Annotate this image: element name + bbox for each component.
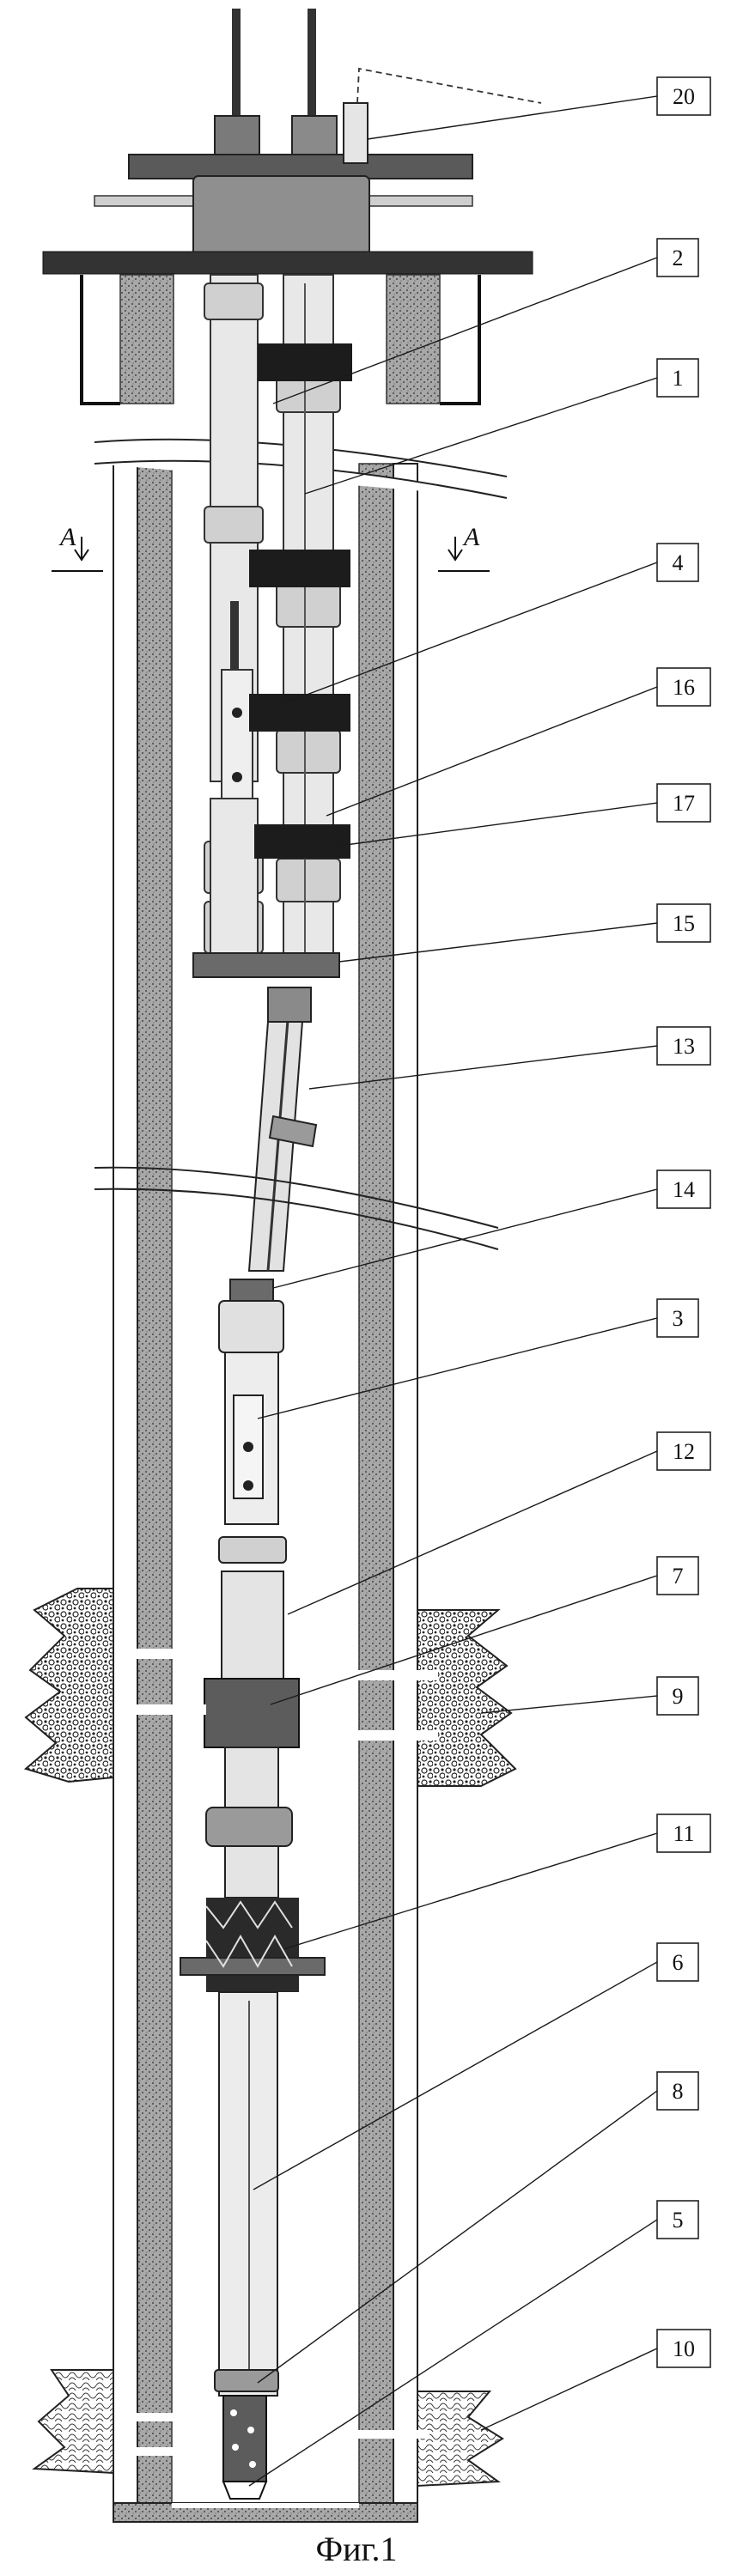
callout-12: 12 — [656, 1431, 711, 1471]
leader-20 — [367, 95, 658, 140]
callout-15-label: 15 — [673, 911, 695, 936]
callout-13: 13 — [656, 1026, 711, 1066]
leader-11 — [283, 1832, 658, 1950]
leader-8 — [257, 2090, 658, 2384]
tubing-13 — [247, 987, 318, 1272]
anchor-11 — [180, 1898, 326, 1992]
leader-2 — [272, 257, 658, 404]
callout-10: 10 — [656, 2329, 711, 2368]
callout-4: 4 — [656, 543, 699, 582]
section-label-right: A — [462, 523, 480, 551]
leader-10 — [480, 2348, 658, 2431]
leader-9 — [480, 1695, 658, 1714]
leader-17 — [338, 802, 658, 847]
callout-15: 15 — [656, 903, 711, 943]
callout-14-label: 14 — [673, 1177, 695, 1202]
leader-14 — [272, 1188, 658, 1289]
callout-3: 3 — [656, 1298, 699, 1338]
production-casing — [113, 463, 418, 2523]
section-marker: A A — [52, 523, 490, 572]
wellhead — [42, 9, 533, 275]
callout-9-label: 9 — [673, 1684, 684, 1709]
sensor-20 — [343, 67, 542, 164]
figure-caption: Фиг.1 — [316, 2530, 398, 2568]
callout-13-label: 13 — [673, 1034, 695, 1059]
conductor-casing — [80, 274, 481, 405]
leader-5 — [248, 2219, 658, 2487]
callout-16: 16 — [656, 667, 711, 707]
leader-12 — [287, 1450, 658, 1615]
callout-5-label: 5 — [673, 2208, 684, 2233]
leader-4 — [281, 562, 658, 705]
section-label-left: A — [58, 523, 76, 551]
callout-8: 8 — [656, 2071, 699, 2111]
leader-15 — [338, 922, 658, 963]
callout-11: 11 — [656, 1814, 711, 1853]
tubing-string-left — [204, 274, 264, 954]
leader-16 — [326, 686, 658, 817]
callout-3-label: 3 — [673, 1306, 684, 1331]
leader-3 — [257, 1317, 658, 1419]
callout-20: 20 — [656, 76, 711, 116]
callout-9: 9 — [656, 1676, 699, 1716]
coupling-15 — [192, 952, 340, 978]
callout-1: 1 — [656, 358, 699, 398]
tool-string-lower — [204, 1279, 300, 1899]
leader-6 — [253, 1961, 658, 2190]
callout-10-label: 10 — [673, 2336, 695, 2361]
callout-17: 17 — [656, 783, 711, 823]
callout-8-label: 8 — [673, 2079, 684, 2104]
callout-17-label: 17 — [673, 791, 695, 816]
callout-16-label: 16 — [673, 675, 695, 700]
packers-upper — [249, 343, 352, 859]
leader-1 — [304, 377, 658, 495]
callout-6: 6 — [656, 1942, 699, 1982]
callout-4-label: 4 — [673, 550, 684, 575]
callout-6-label: 6 — [673, 1950, 684, 1975]
formation-10 — [32, 2369, 504, 2488]
tubing-6 — [214, 1991, 279, 2397]
callout-1-label: 1 — [673, 366, 684, 391]
callout-2-label: 2 — [673, 246, 684, 270]
leader-lines — [248, 95, 658, 2487]
callout-5: 5 — [656, 2200, 699, 2239]
callout-7-label: 7 — [673, 1564, 684, 1589]
callout-7: 7 — [656, 1556, 699, 1595]
callout-20-label: 20 — [673, 84, 695, 109]
callout-12-label: 12 — [673, 1439, 695, 1464]
callout-11-label: 11 — [673, 1821, 694, 1846]
leader-13 — [308, 1045, 658, 1090]
callout-14: 14 — [656, 1170, 711, 1209]
leader-7 — [270, 1575, 658, 1705]
callout-2: 2 — [656, 238, 699, 277]
break-line-lower — [94, 1166, 499, 1250]
filter-5 — [222, 2395, 268, 2500]
